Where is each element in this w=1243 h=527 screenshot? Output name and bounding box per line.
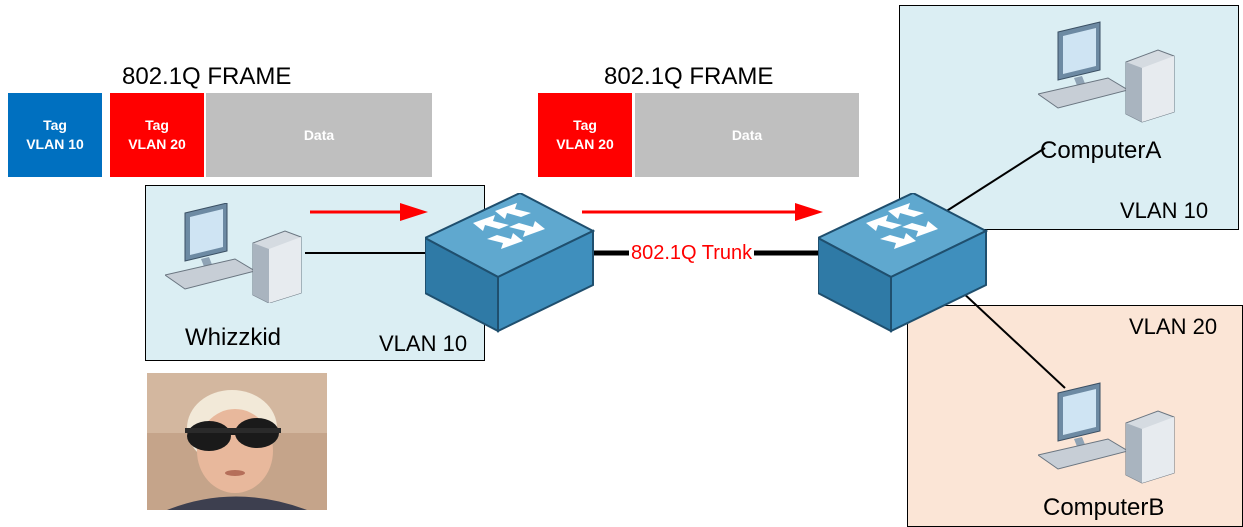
data-label-right: Data — [731, 126, 763, 143]
tag-vlan20-box-left: Tag VLAN 20 — [110, 93, 204, 177]
link-switch2-computerb — [959, 289, 1066, 389]
frame-title-left: 802.1Q FRAME — [122, 63, 292, 90]
host-label-computerb: ComputerB — [1043, 494, 1165, 521]
tag-vlan10-box: Tag VLAN 10 — [8, 93, 102, 177]
whizzkid-photo — [147, 373, 327, 510]
frame-title-right: 802.1Q FRAME — [604, 63, 774, 90]
link-switch2-computera — [944, 147, 1046, 213]
computer-icon-computera — [1038, 21, 1175, 123]
host-label-computera: ComputerA — [1040, 137, 1162, 164]
sunglasses-icon — [185, 418, 281, 451]
tag-vlan10-line2: VLAN 10 — [26, 136, 84, 152]
tag-vlan20-box-right: Tag VLAN 20 — [538, 93, 632, 177]
arrow-icon-left — [310, 203, 428, 221]
data-label-left: Data — [303, 126, 335, 143]
tag-vlan20-line2: VLAN 20 — [128, 136, 186, 152]
zone-label-right-top: VLAN 10 — [1120, 198, 1209, 223]
tag-vlan20-right-line1: Tag — [573, 117, 597, 133]
computer-icon-whizzkid — [165, 203, 302, 303]
tag-vlan20-right-line2: VLAN 20 — [556, 136, 614, 152]
data-box-right: Data — [635, 93, 859, 177]
tag-vlan20-line1: Tag — [145, 117, 169, 133]
trunk-label: 802.1Q Trunk — [629, 242, 755, 265]
tag-vlan10-line1: Tag — [43, 117, 67, 133]
host-label-whizzkid: Whizzkid — [185, 324, 282, 351]
data-box-left: Data — [206, 93, 432, 177]
zone-label-right-bottom: VLAN 20 — [1129, 314, 1218, 339]
computer-icon-computerb — [1038, 382, 1175, 484]
switch-icon-right — [818, 193, 988, 333]
zone-label-left: VLAN 10 — [379, 331, 468, 356]
arrow-icon-right — [582, 203, 823, 221]
switch-icon-left — [425, 193, 595, 333]
